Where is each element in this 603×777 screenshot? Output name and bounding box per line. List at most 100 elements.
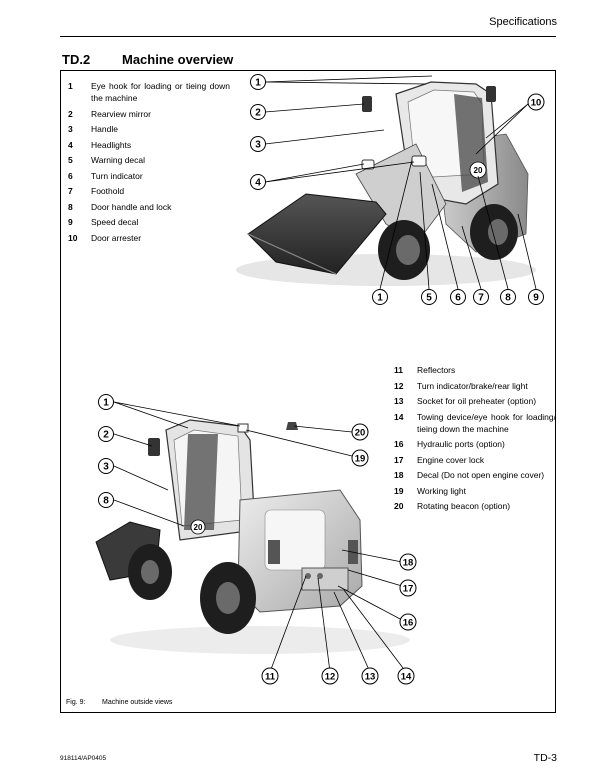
legend-num: 7 <box>68 185 91 197</box>
callout-4: 4 <box>251 175 266 190</box>
callout-3: 3 <box>251 137 266 152</box>
svg-text:20: 20 <box>355 428 366 439</box>
callout-2: 2 <box>99 427 114 442</box>
callout-5: 5 <box>422 290 437 305</box>
svg-text:16: 16 <box>403 618 414 629</box>
callout-1-bottom: 1 <box>373 290 388 305</box>
svg-text:1: 1 <box>103 398 109 409</box>
legend-text: Headlights <box>91 139 230 151</box>
svg-text:7: 7 <box>478 293 484 304</box>
legend-num: 3 <box>68 123 91 135</box>
legend-text: Rearview mirror <box>91 108 230 120</box>
callout-8: 8 <box>99 493 114 508</box>
svg-text:10: 10 <box>531 98 542 109</box>
svg-text:1: 1 <box>377 293 383 304</box>
page-number: TD-3 <box>534 752 557 764</box>
callout-11: 11 <box>262 668 278 684</box>
svg-text:12: 12 <box>325 672 336 683</box>
legend-text: Rotating beacon (option) <box>417 500 556 512</box>
callout-1: 1 <box>251 75 266 90</box>
section-number: TD.2 <box>62 52 90 67</box>
legend-num: 8 <box>68 201 91 213</box>
svg-text:3: 3 <box>103 462 109 473</box>
callout-3: 3 <box>99 459 114 474</box>
legend-num: 5 <box>68 154 91 166</box>
speed-decal-label: 20 <box>474 166 483 175</box>
legend-text: Eye hook for loading or tieing down the … <box>91 80 230 104</box>
callout-16: 16 <box>400 614 416 630</box>
callout-2: 2 <box>251 105 266 120</box>
svg-text:6: 6 <box>455 293 461 304</box>
callout-19: 19 <box>352 450 368 466</box>
callout-17: 17 <box>400 580 416 596</box>
svg-text:2: 2 <box>255 108 261 119</box>
legend-text: Door arrester <box>91 232 230 244</box>
legend-text: Decal (Do not open engine cover) <box>417 469 556 481</box>
legend-num: 2 <box>68 108 91 120</box>
callout-1: 1 <box>99 395 114 410</box>
legend-text: Handle <box>91 123 230 135</box>
callout-6: 6 <box>451 290 466 305</box>
svg-text:17: 17 <box>403 584 414 595</box>
figure-caption-label: Fig. 9: <box>66 699 102 706</box>
svg-text:4: 4 <box>255 178 261 189</box>
svg-text:3: 3 <box>255 140 261 151</box>
section-title: Machine overview <box>122 52 233 67</box>
legend-text: Speed decal <box>91 216 230 228</box>
callout-7: 7 <box>474 290 489 305</box>
svg-text:14: 14 <box>401 672 412 683</box>
svg-text:8: 8 <box>103 496 109 507</box>
legend-num: 1 <box>68 80 91 104</box>
legend-num: 10 <box>68 232 91 244</box>
svg-text:11: 11 <box>265 672 276 683</box>
document-id: 918114/AP0405 <box>60 755 106 762</box>
machine-front-view-figure: 20 1 2 3 4 10 1 5 6 7 8 9 <box>236 74 554 314</box>
callout-8: 8 <box>501 290 516 305</box>
speed-decal-label: 20 <box>194 523 203 532</box>
legend-num: 11 <box>394 364 417 376</box>
legend-item: 2Rearview mirror <box>68 108 230 120</box>
callout-10: 10 <box>528 94 544 110</box>
svg-text:9: 9 <box>533 293 539 304</box>
legend-item: 9Speed decal <box>68 216 230 228</box>
svg-text:8: 8 <box>505 293 511 304</box>
header-rule <box>60 36 556 37</box>
callout-12: 12 <box>322 668 338 684</box>
callout-18: 18 <box>400 554 416 570</box>
legend-num: 9 <box>68 216 91 228</box>
figure-caption-text: Machine outside views <box>102 699 172 706</box>
running-header: Specifications <box>489 16 557 28</box>
svg-text:1: 1 <box>255 78 261 89</box>
callout-20: 20 <box>352 424 368 440</box>
legend-text: Turn indicator/brake/rear light <box>417 380 556 392</box>
legend-text: Engine cover lock <box>417 454 556 466</box>
svg-text:2: 2 <box>103 430 109 441</box>
legend-text: Socket for oil preheater (option) <box>417 395 556 407</box>
legend-text: Warning decal <box>91 154 230 166</box>
callout-9: 9 <box>529 290 544 305</box>
svg-text:19: 19 <box>355 454 366 465</box>
legend-text: Reflectors <box>417 364 556 376</box>
legend-text: Towing device/eye hook for loading/ tiei… <box>417 411 556 435</box>
figure-caption: Fig. 9: Machine outside views <box>66 699 172 706</box>
machine-rear-view-figure: 20 1 2 3 8 20 19 18 17 16 11 12 13 14 <box>90 390 430 690</box>
svg-text:5: 5 <box>426 293 432 304</box>
svg-text:13: 13 <box>365 672 376 683</box>
legend-text: Foothold <box>91 185 230 197</box>
callout-13: 13 <box>362 668 378 684</box>
legend-text: Door handle and lock <box>91 201 230 213</box>
legend-num: 6 <box>68 170 91 182</box>
legend-num: 4 <box>68 139 91 151</box>
svg-text:18: 18 <box>403 558 414 569</box>
callout-14: 14 <box>398 668 414 684</box>
legend-text: Turn indicator <box>91 170 230 182</box>
